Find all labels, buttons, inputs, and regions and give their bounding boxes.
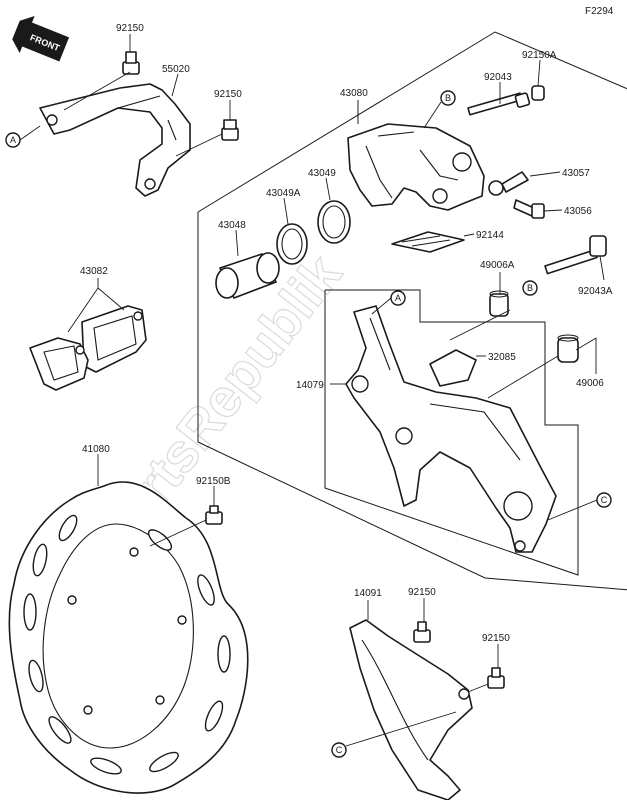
plug-92150a	[531, 85, 545, 101]
pin-92043a	[544, 235, 607, 275]
disc-inner-rim	[42, 523, 194, 749]
label-92043a: 92043A	[578, 286, 613, 297]
svg-text:C: C	[601, 495, 608, 505]
figure-code: F2294	[585, 6, 614, 17]
bracket-pivot-hole	[503, 491, 533, 521]
brake-pads-43082	[29, 305, 147, 391]
label-43080: 43080	[340, 88, 368, 99]
label-43049a: 43049A	[266, 188, 301, 199]
bolt-92150b	[205, 505, 223, 525]
bolt-92150-mid	[221, 119, 239, 141]
ref-circle-b-pin: B	[522, 280, 538, 296]
bracket-detail	[117, 95, 177, 141]
brake-disc-41080	[8, 481, 249, 794]
label-41080: 41080	[82, 444, 110, 455]
label-92144: 92144	[476, 230, 504, 241]
boot-49006a	[489, 290, 509, 317]
piston-43048	[215, 252, 280, 299]
label-43082: 43082	[80, 266, 108, 277]
bracket-group-frame	[324, 289, 579, 576]
label-92150-low1: 92150	[408, 587, 436, 598]
cap-43057	[488, 171, 529, 196]
label-55020: 55020	[162, 64, 190, 75]
leader	[149, 519, 207, 547]
caliper-bracket-14079	[345, 305, 557, 553]
leader	[19, 125, 41, 141]
spring-92144	[391, 231, 465, 253]
front-arrow-badge: FRONT	[12, 15, 70, 62]
svg-text:C: C	[336, 745, 343, 755]
caliper-body-43080	[347, 123, 485, 211]
leader	[543, 209, 563, 212]
label-43049: 43049	[308, 168, 336, 179]
bleeder-43056	[513, 199, 545, 219]
label-14079: 14079	[296, 380, 324, 391]
label-92150-low2: 92150	[482, 633, 510, 644]
leader	[487, 355, 559, 399]
ref-circle-a-bracket: A	[390, 290, 406, 306]
svg-text:B: B	[445, 93, 451, 103]
leader	[463, 233, 475, 237]
leader	[371, 297, 392, 315]
leader	[599, 255, 605, 281]
leader	[537, 59, 541, 87]
leader	[175, 133, 223, 157]
guard-hole	[458, 688, 470, 700]
leader	[423, 101, 442, 129]
label-43056: 43056	[564, 206, 592, 217]
leader	[171, 73, 179, 97]
label-49006a: 49006A	[480, 260, 515, 271]
label-92150-top: 92150	[116, 23, 144, 34]
ref-circle-c-guard: C	[331, 742, 347, 758]
bracket-small-hole	[514, 540, 526, 552]
svg-text:A: A	[10, 135, 16, 145]
label-92150b: 92150B	[196, 476, 231, 487]
ref-circle-a-left: A	[5, 132, 21, 148]
caliper-detail	[365, 131, 459, 199]
label-43048: 43048	[218, 220, 246, 231]
bracket-pin-hole	[395, 427, 413, 445]
label-49006: 49006	[576, 378, 604, 389]
disc-guard-14091	[349, 619, 473, 800]
bracket-bolt-hole	[351, 375, 369, 393]
bracket-hole-2	[144, 178, 156, 190]
leader	[547, 499, 598, 521]
disc-cutouts	[23, 514, 231, 775]
leader	[283, 197, 289, 225]
bolt-92150-low2	[487, 667, 505, 689]
ref-circle-c-bracket: C	[596, 492, 612, 508]
svg-text:B: B	[527, 283, 533, 293]
label-32085: 32085	[488, 352, 516, 363]
pin-92043	[467, 92, 531, 116]
bolt-92150-low1	[413, 621, 431, 643]
leader	[449, 309, 511, 341]
bracket-55020	[39, 83, 191, 197]
label-14091: 14091	[354, 588, 382, 599]
leader	[467, 683, 489, 693]
disc-bolt-holes	[67, 547, 187, 715]
label-92150-mid: 92150	[214, 89, 242, 100]
leader	[529, 171, 561, 177]
bolt-92150-top	[122, 51, 140, 75]
bracket-hole-1	[46, 114, 58, 126]
caliper-port	[452, 152, 472, 172]
leader	[575, 337, 597, 351]
boot-49006	[557, 334, 579, 363]
leader	[235, 229, 239, 257]
caliper-pin-hole	[432, 188, 448, 204]
leader	[325, 177, 331, 201]
leader	[97, 287, 125, 311]
label-92150a: 92150A	[522, 50, 557, 61]
leader	[345, 711, 457, 747]
leader	[63, 71, 131, 111]
svg-text:A: A	[395, 293, 401, 303]
ref-circle-b-caliper: B	[440, 90, 456, 106]
pad-spring-32085	[429, 349, 477, 387]
label-43057: 43057	[562, 168, 590, 179]
caliper-group-frame	[197, 31, 627, 591]
label-92043: 92043	[484, 72, 512, 83]
